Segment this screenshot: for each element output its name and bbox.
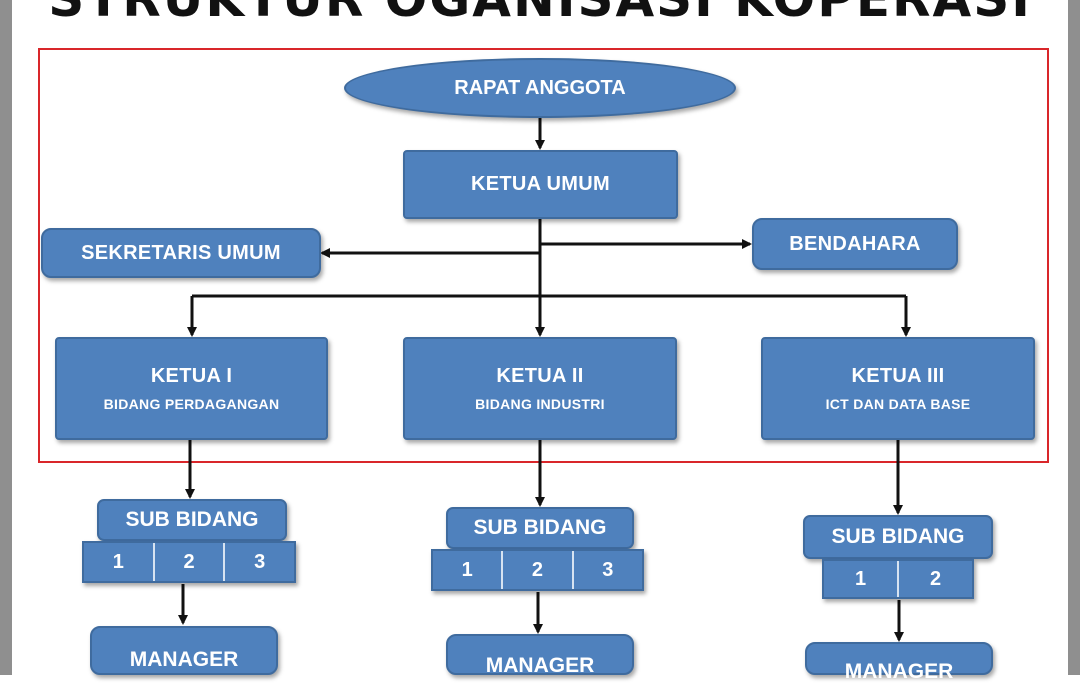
left-frame-bar	[0, 0, 12, 675]
rapat-anggota-node: RAPAT ANGGOTA	[344, 58, 736, 118]
ketua-2-title: KETUA II	[496, 365, 584, 387]
ketua-1-node: KETUA I BIDANG PERDAGANGAN	[55, 337, 328, 440]
ketua-3-node: KETUA III ICT DAN DATA BASE	[761, 337, 1035, 440]
sub-bidang-1-cell: 3	[223, 543, 294, 581]
sub-bidang-3-cells: 1 2	[822, 559, 974, 599]
manager-1-node: MANAGER	[90, 626, 278, 675]
ketua-1-title: KETUA I	[150, 365, 233, 387]
manager-3-node: MANAGER	[805, 642, 993, 683]
sub-bidang-2-cell: 3	[571, 551, 642, 589]
sub-bidang-2-cell: 2	[501, 551, 571, 589]
sub-bidang-3-cell: 2	[897, 561, 972, 597]
ketua-3-title: KETUA III	[851, 365, 945, 387]
core-structure-border	[38, 48, 1049, 463]
sub-bidang-1-cell: 1	[112, 550, 124, 573]
ketua-3-subtitle: ICT DAN DATA BASE	[825, 396, 971, 412]
ketua-2-subtitle: BIDANG INDUSTRI	[475, 396, 605, 412]
sub-bidang-3-cell: 1	[854, 567, 867, 590]
sub-bidang-1-cell: 2	[152, 543, 224, 581]
ketua-2-node: KETUA II BIDANG INDUSTRI	[403, 337, 677, 440]
bendahara-node: BENDAHARA	[752, 218, 958, 270]
sub-bidang-2-cells: 1 2 3	[431, 549, 644, 591]
sekretaris-umum-node: SEKRETARIS UMUM	[41, 228, 321, 278]
right-frame-bar	[1068, 0, 1080, 675]
bendahara-label: BENDAHARA	[789, 232, 921, 255]
manager-2-node: MANAGER	[446, 634, 634, 677]
sub-bidang-2-label: SUB BIDANG	[446, 507, 634, 549]
ketua-1-subtitle: BIDANG PERDAGANGAN	[103, 396, 280, 412]
ketua-umum-label: KETUA UMUM	[471, 173, 610, 195]
sub-bidang-3-label: SUB BIDANG	[803, 515, 993, 559]
ketua-umum-node: KETUA UMUM	[403, 150, 678, 219]
sub-bidang-1-cells: 1 2 3	[82, 541, 296, 583]
sub-bidang-2-cell: 1	[461, 558, 473, 581]
diagram-title: STRUKTUR OGANISASI KOPERASI	[0, 0, 1080, 28]
sekretaris-umum-label: SEKRETARIS UMUM	[81, 241, 281, 264]
sub-bidang-1-label: SUB BIDANG	[97, 499, 287, 541]
